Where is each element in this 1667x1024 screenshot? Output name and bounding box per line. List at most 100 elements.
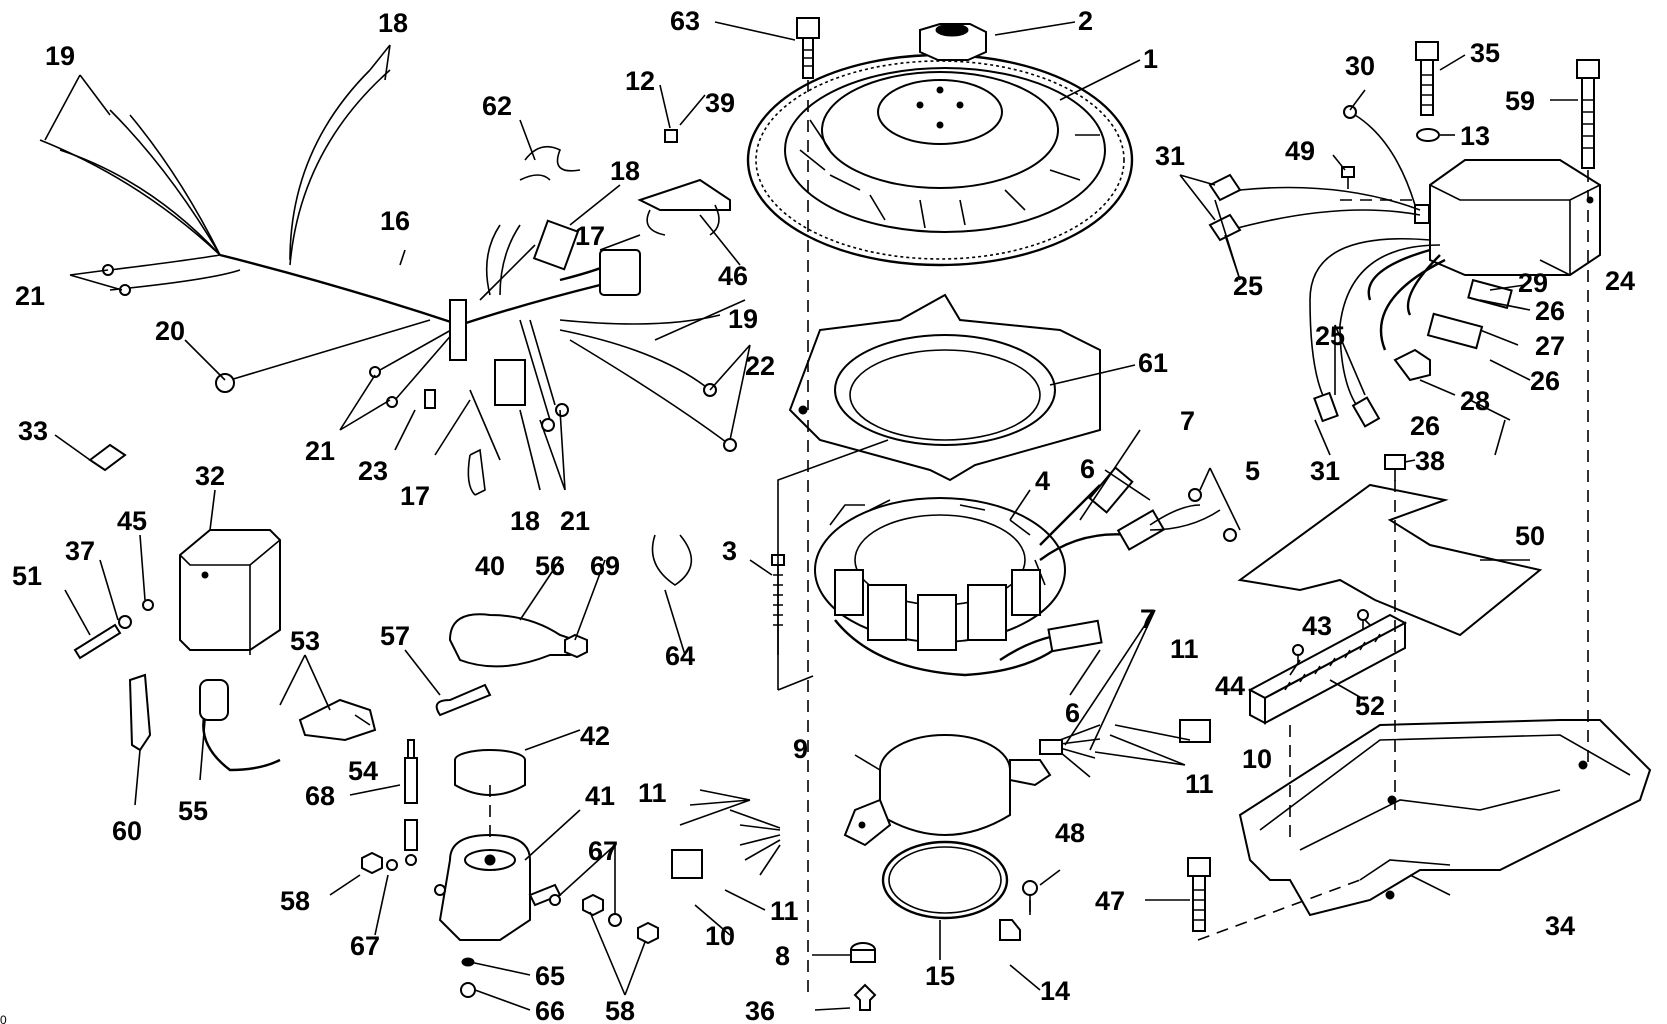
- terminal-stud: [404, 819, 418, 866]
- label-21b: 21: [305, 436, 335, 466]
- timer-base: [843, 734, 1052, 847]
- label-49: 49: [1285, 136, 1315, 166]
- label-31a: 31: [1155, 141, 1185, 171]
- bolt-47: [1187, 857, 1211, 932]
- label-18b: 18: [510, 506, 540, 536]
- label-15: 15: [925, 961, 955, 991]
- label-55: 55: [178, 796, 208, 826]
- washer-67-right: [549, 894, 561, 906]
- label-37: 37: [65, 536, 95, 566]
- stator-mount-plate: [788, 293, 1101, 482]
- nut-69: [564, 633, 588, 659]
- label-corner: 0: [0, 1013, 7, 1024]
- terminal-23: [424, 389, 436, 409]
- label-1: 1: [1143, 44, 1158, 74]
- bracket-56: [448, 613, 577, 668]
- ignition-coil-32: [179, 529, 281, 655]
- label-63: 63: [670, 6, 700, 36]
- clip-46: [637, 178, 731, 236]
- label-18c: 18: [378, 8, 408, 38]
- label-46: 46: [718, 261, 748, 291]
- label-25a: 25: [1233, 271, 1263, 301]
- label-50: 50: [1515, 521, 1545, 551]
- flywheel: [746, 53, 1134, 267]
- power-pack-leads: [1208, 173, 1513, 428]
- label-26c: 26: [1410, 411, 1440, 441]
- bushing-8: [850, 942, 876, 963]
- label-28: 28: [1460, 386, 1490, 416]
- label-22: 22: [745, 351, 775, 381]
- label-19a: 19: [45, 41, 75, 71]
- screw-57: [435, 683, 492, 717]
- label-14: 14: [1040, 976, 1070, 1006]
- label-31b: 31: [1310, 456, 1340, 486]
- label-64: 64: [665, 641, 695, 671]
- terminal-30: [1343, 105, 1416, 206]
- nut-58-left: [361, 851, 383, 875]
- label-11c: 11: [638, 778, 667, 808]
- label-10b: 10: [705, 921, 735, 951]
- label-67b: 67: [350, 931, 380, 961]
- label-32: 32: [195, 461, 225, 491]
- solenoid-41: [434, 833, 562, 941]
- label-19b: 19: [728, 304, 758, 334]
- label-44: 44: [1215, 671, 1245, 701]
- pin-36: [853, 983, 877, 1011]
- bolt-59: [1576, 59, 1600, 169]
- label-59: 59: [1505, 86, 1535, 116]
- label-21a: 21: [15, 281, 45, 311]
- terminal-block-52: [1247, 613, 1408, 725]
- bolt-63: [796, 17, 820, 79]
- bolt-35: [1415, 41, 1439, 116]
- label-26a: 26: [1535, 296, 1565, 326]
- clip-14: [999, 919, 1021, 941]
- terminal-33: [88, 443, 127, 472]
- label-43: 43: [1302, 611, 1332, 641]
- label-7a: 7: [1180, 406, 1195, 436]
- label-30: 30: [1345, 51, 1375, 81]
- label-58a: 58: [280, 886, 310, 916]
- screw-12: [664, 129, 678, 143]
- label-18a: 18: [610, 156, 640, 186]
- label-42: 42: [580, 721, 610, 751]
- label-6a: 6: [1080, 454, 1095, 484]
- clip-62: [519, 145, 581, 181]
- label-6b: 6: [1065, 698, 1080, 728]
- ring-42: [454, 749, 526, 796]
- label-5: 5: [1245, 456, 1260, 486]
- label-34: 34: [1545, 911, 1575, 941]
- assembly-lines: [489, 80, 1589, 1000]
- label-12: 12: [625, 66, 655, 96]
- label-54: 54: [348, 756, 378, 786]
- label-4: 4: [1035, 466, 1050, 496]
- label-38: 38: [1415, 446, 1445, 476]
- label-48: 48: [1055, 818, 1085, 848]
- label-17a: 17: [575, 221, 605, 251]
- washer-45: [142, 599, 154, 611]
- label-66: 66: [535, 996, 565, 1024]
- label-21c: 21: [560, 506, 590, 536]
- screw-43: [1357, 609, 1369, 630]
- washer-13: [1416, 128, 1440, 142]
- boot-54: [298, 698, 377, 742]
- gasket-50: [1237, 483, 1543, 637]
- part-labels: 1 2 63 61 4 6 7 5 7 6 11 10 11 9 11 11 1…: [0, 6, 1635, 1024]
- label-29: 29: [1518, 268, 1548, 298]
- label-56: 56: [535, 551, 565, 581]
- label-16: 16: [380, 206, 410, 236]
- label-11b: 11: [1185, 769, 1214, 799]
- label-60: 60: [112, 816, 142, 846]
- label-8: 8: [775, 941, 790, 971]
- wire-harness: [39, 69, 737, 452]
- label-52: 52: [1355, 691, 1385, 721]
- label-69: 69: [590, 551, 620, 581]
- screw-38: [1384, 454, 1406, 481]
- label-62: 62: [482, 91, 512, 121]
- spark-plug-lead-55: [199, 679, 281, 772]
- label-17b: 17: [400, 481, 430, 511]
- label-58b: 58: [605, 996, 635, 1024]
- label-25b: 25: [1315, 321, 1345, 351]
- clamp-64: [651, 534, 693, 586]
- label-11d: 11: [770, 896, 799, 926]
